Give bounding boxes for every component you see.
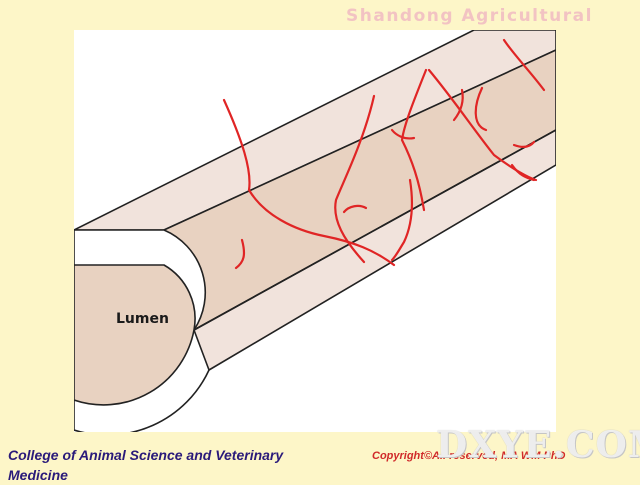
spiral-annotations xyxy=(222,38,546,270)
spiral-stroke-5 xyxy=(400,68,428,212)
spiral-stroke-1 xyxy=(222,98,396,267)
spiral-stroke-6 xyxy=(427,68,538,182)
spiral-stroke-10 xyxy=(390,128,416,140)
footer-college: College of Animal Science and Veterinary… xyxy=(8,447,284,483)
spiral-stroke-3 xyxy=(334,94,376,264)
figure-panel: Lumen xyxy=(74,30,556,432)
lumen-label: Lumen xyxy=(116,311,169,327)
tubule-body xyxy=(74,30,556,432)
spiral-stroke-13 xyxy=(510,163,536,182)
tubule-diagram: Lumen xyxy=(74,30,556,432)
header-title: Shandong Agricultural xyxy=(346,6,593,26)
spiral-stroke-4 xyxy=(390,178,414,262)
spiral-stroke-2 xyxy=(234,238,246,270)
spiral-stroke-11 xyxy=(342,204,368,214)
spiral-stroke-9 xyxy=(474,86,488,132)
lumen-cross-section xyxy=(74,264,196,406)
watermark-logo: DXYE.COM xyxy=(436,424,640,466)
spiral-stroke-12 xyxy=(512,140,536,149)
lumen-edge xyxy=(193,129,556,331)
spiral-stroke-7 xyxy=(502,38,546,92)
spiral-stroke-8 xyxy=(452,88,464,122)
footer-copyright: Copyright©All reserved, MA WM PhD xyxy=(372,450,566,462)
